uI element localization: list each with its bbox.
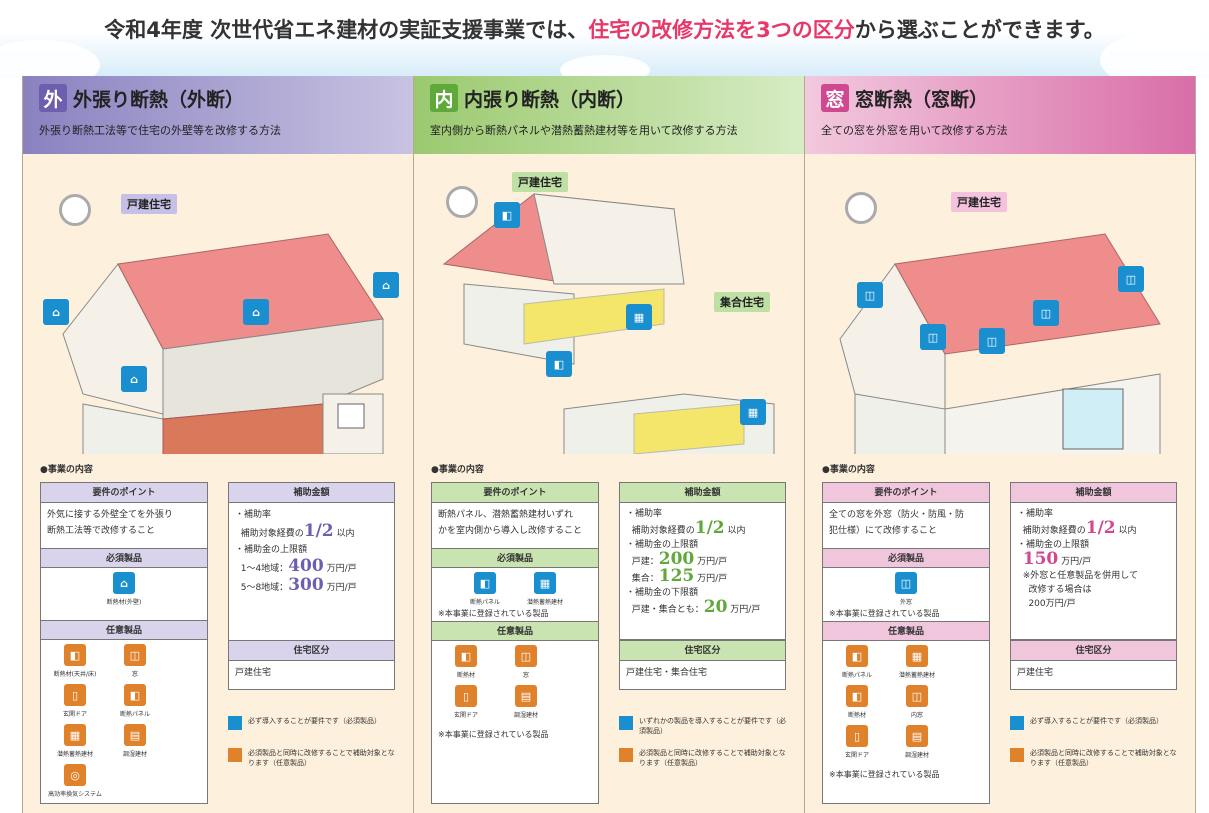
house-type-box: 住宅区分 戸建住宅・集合住宅: [619, 640, 786, 690]
house-insulation-icon: ⌂: [43, 299, 69, 325]
heat-storage-icon: ▦: [740, 399, 766, 425]
insulation-icon: ◧: [846, 685, 868, 707]
column-title: 内張り断熱（内断）: [464, 88, 636, 111]
door-icon: ▯: [455, 685, 477, 707]
sun-icon: [446, 186, 478, 218]
house-insulation-icon: ⌂: [113, 572, 135, 594]
window-icon: ◫: [1033, 300, 1059, 326]
section-title: ●事業の内容: [431, 465, 484, 475]
house-illustration: 戸建住宅 ◫ ◫ ◫ ◫ ◫: [805, 154, 1195, 500]
heat-storage-icon: ▦: [626, 304, 652, 330]
panel-icon: ◧: [474, 572, 496, 594]
house-illustration: 戸建住宅 ⌂ ⌂ ⌂ ⌂: [23, 154, 413, 500]
legend-optional: 必須製品と同時に改修することで補助対象となります（任意製品）: [619, 748, 789, 768]
column-header: 内内張り断熱（内断） 室内側から断熱パネルや潜熱蓄熱建材等を用いて改修する方法: [414, 76, 804, 154]
req-text: 全ての窓を外窓（防火・防風・防犯仕様）にて改修すること: [829, 510, 965, 536]
legend-required: 必ず導入することが要件です（必須製品）: [1010, 716, 1180, 730]
panel-icon: ◧: [846, 645, 868, 667]
panel-icon: ◧: [124, 684, 146, 706]
house-insulation-icon: ⌂: [373, 272, 399, 298]
window-icon: ◫: [1118, 266, 1144, 292]
house-type-label: 集合住宅: [714, 292, 770, 312]
door-icon: ▯: [846, 725, 868, 747]
humidity-icon: ▤: [515, 685, 537, 707]
column-inner-insulation: 内内張り断熱（内断） 室内側から断熱パネルや潜熱蓄熱建材等を用いて改修する方法 …: [413, 76, 805, 813]
must-products: ◧断熱パネル ▦潜熱蓄熱建材: [432, 568, 598, 606]
optional-products: ◧断熱材 ◫窓 ▯玄関ドア ▤調湿建材: [432, 641, 598, 723]
house-type-label: 戸建住宅: [121, 194, 177, 214]
requirement-box: 要件のポイント 全ての窓を外窓（防火・防風・防犯仕様）にて改修すること 必須製品…: [822, 482, 990, 804]
column-header: 窓窓断熱（窓断） 全ての窓を外窓を用いて改修する方法: [805, 76, 1195, 154]
column-header: 外外張り断熱（外断） 外張り断熱工法等で住宅の外壁等を改修する方法: [23, 76, 413, 154]
panel-icon: ◧: [546, 351, 572, 377]
column-outer-insulation: 外外張り断熱（外断） 外張り断熱工法等で住宅の外壁等を改修する方法 戸建住宅 ⌂…: [22, 76, 414, 813]
must-header: 必須製品: [41, 548, 207, 568]
requirement-box: 要件のポイント 外気に接する外壁全てを外張り断熱工法等で改修すること 必須製品 …: [40, 482, 208, 804]
subsidy-text: ・補助率 補助対象経費の1/2 以内 ・補助金の上限額 戸建：200 万円/戸 …: [626, 509, 761, 617]
must-products: ◫外窓: [823, 568, 989, 606]
subsidy-text: ・補助率 補助対象経費の1/2 以内 ・補助金の上限額 1～4地域：400 万円…: [235, 510, 357, 595]
house-type-box: 住宅区分 戸建住宅: [228, 640, 395, 690]
column-description: 全ての窓を外窓を用いて改修する方法: [821, 124, 1008, 137]
opt-header: 任意製品: [41, 620, 207, 640]
req-text: 外気に接する外壁全てを外張り断熱工法等で改修すること: [47, 510, 173, 536]
humidity-icon: ▤: [906, 725, 928, 747]
optional-products: ◧断熱パネル ▦潜熱蓄熱建材 ◧断熱材 ◫内窓 ▯玄関ドア ▤調湿建材: [823, 641, 989, 763]
insulation-icon: ◧: [455, 645, 477, 667]
subsidy-box: 補助金額 ・補助率 補助対象経費の1/2 以内 ・補助金の上限額 戸建：200 …: [619, 482, 786, 640]
column-description: 室内側から断熱パネルや潜熱蓄熱建材等を用いて改修する方法: [430, 124, 738, 137]
column-window-insulation: 窓窓断熱（窓断） 全ての窓を外窓を用いて改修する方法 戸建住宅 ◫ ◫ ◫ ◫ …: [804, 76, 1196, 813]
window-icon: ◫: [906, 685, 928, 707]
window-icon: ◫: [515, 645, 537, 667]
subsidy-text: ・補助率 補助対象経費の1/2 以内 ・補助金の上限額 150 万円/戸 ※外窓…: [1017, 509, 1139, 609]
house-insulation-icon: ⌂: [121, 366, 147, 392]
column-title: 窓断熱（窓断）: [855, 88, 989, 111]
section-title: ●事業の内容: [822, 465, 875, 475]
heat-storage-icon: ▦: [64, 724, 86, 746]
subsidy-box: 補助金額 ・補助率 補助対象経費の1/2 以内 ・補助金の上限額 150 万円/…: [1010, 482, 1177, 640]
section-title: ●事業の内容: [40, 465, 93, 475]
ventilation-icon: ◎: [64, 764, 86, 786]
heat-storage-icon: ▦: [906, 645, 928, 667]
house-insulation-icon: ⌂: [243, 299, 269, 325]
legend-optional: 必須製品と同時に改修することで補助対象となります（任意製品）: [1010, 748, 1180, 768]
house-type-label: 戸建住宅: [951, 192, 1007, 212]
cutaway-house-illustration: [442, 193, 775, 475]
window-icon: ◫: [979, 328, 1005, 354]
requirement-box: 要件のポイント 断熱パネル、潜熱蓄熱建材いずれかを室内側から導入し改修すること …: [431, 482, 599, 804]
column-description: 外張り断熱工法等で住宅の外壁等を改修する方法: [39, 124, 281, 137]
req-text: 断熱パネル、潜熱蓄熱建材いずれかを室内側から導入し改修すること: [438, 510, 583, 536]
req-header: 要件のポイント: [41, 483, 207, 503]
sky-background: [0, 0, 1209, 90]
window-icon: ◫: [920, 324, 946, 350]
window-icon: ◫: [124, 644, 146, 666]
house-type-box: 住宅区分 戸建住宅: [1010, 640, 1177, 690]
window-icon: ◫: [857, 282, 883, 308]
legend-optional: 必須製品と同時に改修することで補助対象となります（任意製品）: [228, 748, 398, 768]
legend-required: いずれかの製品を導入することが要件です（必須製品）: [619, 716, 789, 736]
heat-storage-icon: ▦: [534, 572, 556, 594]
legend-required: 必ず導入することが要件です（必須製品）: [228, 716, 398, 730]
must-products: ⌂断熱材(外壁): [41, 568, 207, 620]
sun-icon: [59, 194, 91, 226]
inner-tag-icon: 内: [430, 84, 458, 112]
sun-icon: [845, 192, 877, 224]
insulation-icon: ◧: [64, 644, 86, 666]
house-type-label: 戸建住宅: [512, 172, 568, 192]
door-icon: ▯: [64, 684, 86, 706]
panel-icon: ◧: [494, 202, 520, 228]
optional-products: ◧断熱材(天井/床) ◫窓 ▯玄関ドア ◧断熱パネル ▦潜熱蓄熱建材 ▤調湿建材…: [41, 640, 207, 802]
column-title: 外張り断熱（外断）: [73, 88, 245, 111]
house-illustration: 戸建住宅 集合住宅 ◧ ▦ ◧ ▦: [414, 154, 804, 475]
page-headline: 令和4年度 次世代省エネ建材の実証支援事業では、住宅の改修方法を3つの区分から選…: [104, 18, 1105, 42]
window-icon: ◫: [895, 572, 917, 594]
window-tag-icon: 窓: [821, 84, 849, 112]
outer-tag-icon: 外: [39, 84, 67, 112]
humidity-icon: ▤: [124, 724, 146, 746]
